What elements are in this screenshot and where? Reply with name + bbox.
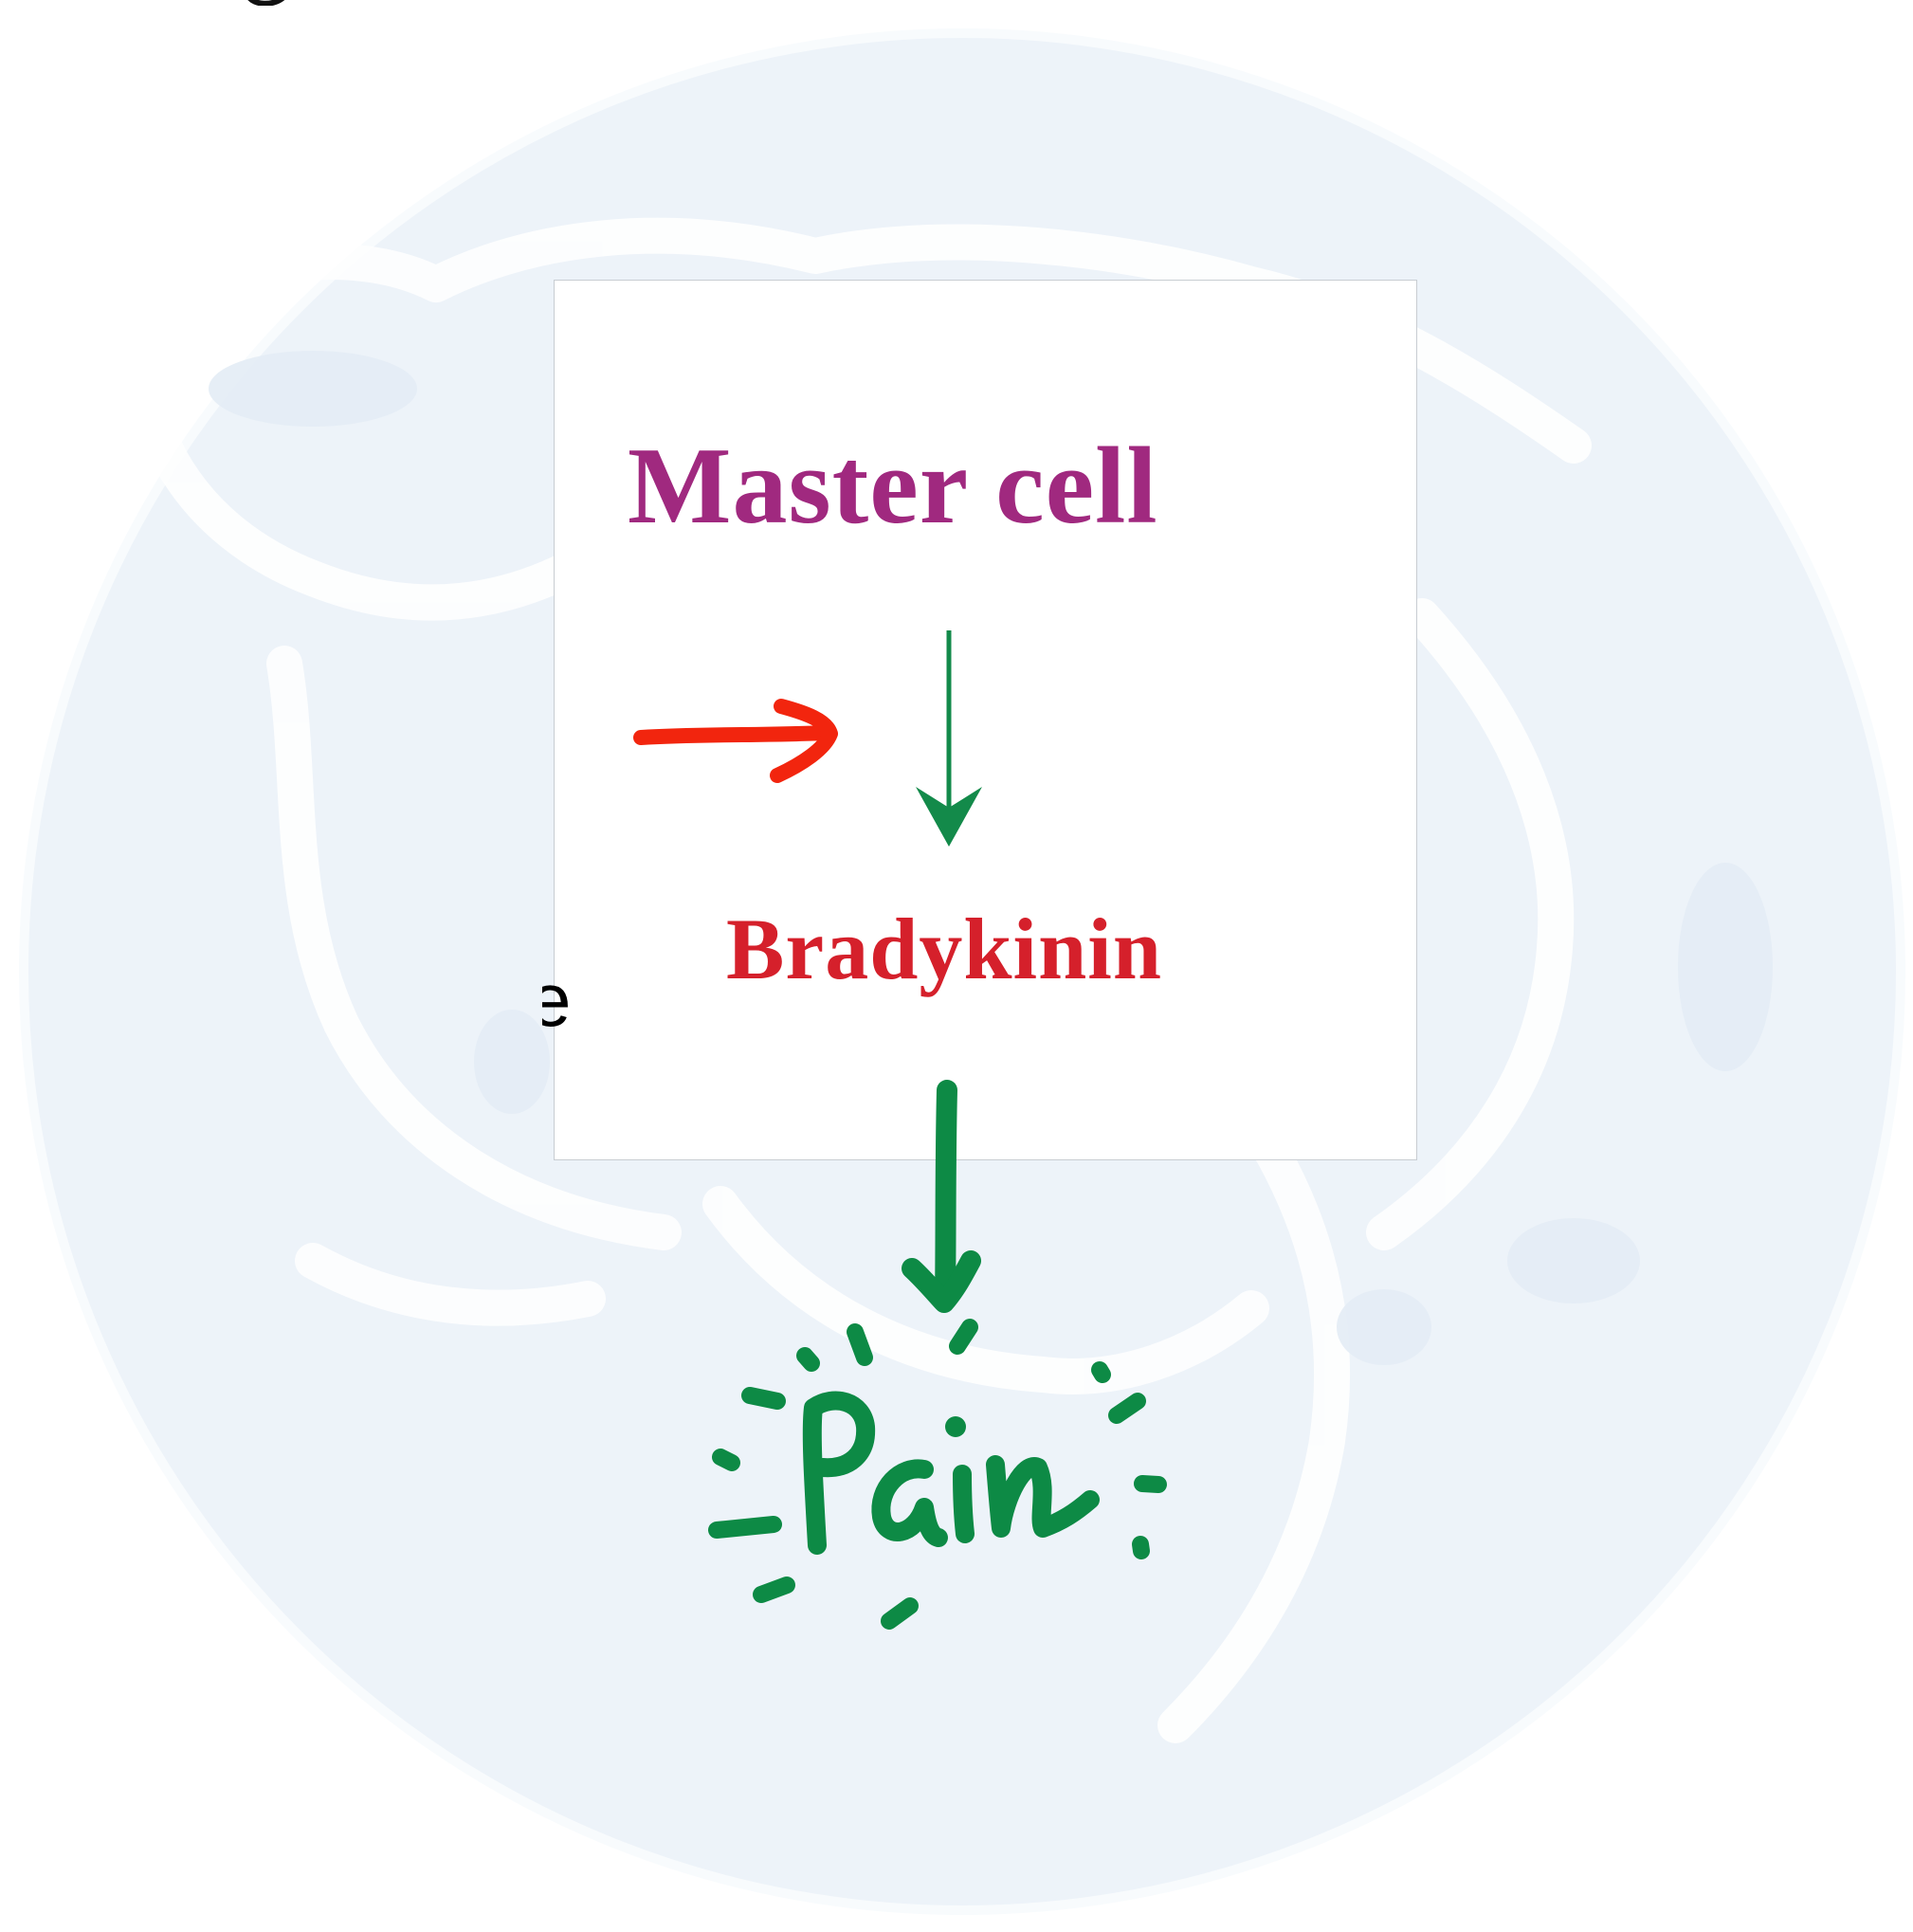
right-arrow-icon	[633, 699, 838, 783]
diagram-product-label: Bradykinin	[726, 901, 1162, 997]
watermark-figure-shade	[1678, 863, 1773, 1071]
letter-p	[802, 1391, 876, 1555]
letter-a	[871, 1459, 948, 1547]
cropped-text-fragment: e	[542, 962, 571, 1038]
letter-i-dot	[945, 1416, 966, 1437]
watermark-figure-outline	[123, 304, 587, 621]
watermark-figure-outline	[1366, 598, 1575, 1250]
diagram-title: Master cell	[628, 426, 1158, 547]
radiating-dashes-icon	[708, 1319, 1167, 1630]
watermark-figure-shade	[1507, 1218, 1640, 1303]
watermark-figure-shade	[474, 1010, 550, 1114]
watermark-figure-outline	[295, 1243, 606, 1326]
ink-down-arrow-icon	[902, 1080, 981, 1313]
handwritten-outcome-label	[802, 1391, 1100, 1555]
watermark-figure-outline	[702, 1186, 1269, 1394]
watermark-figure-shade	[1337, 1289, 1431, 1365]
slide-card	[554, 280, 1417, 1160]
watermark-figure-shade	[209, 351, 417, 427]
watermark-figure-outline	[1157, 1072, 1351, 1743]
cropped-glyph-top	[247, 0, 285, 6]
letter-i	[953, 1465, 975, 1543]
down-arrow-icon	[916, 630, 982, 847]
watermark-figure-outline	[266, 646, 682, 1250]
letter-n	[986, 1455, 1100, 1538]
